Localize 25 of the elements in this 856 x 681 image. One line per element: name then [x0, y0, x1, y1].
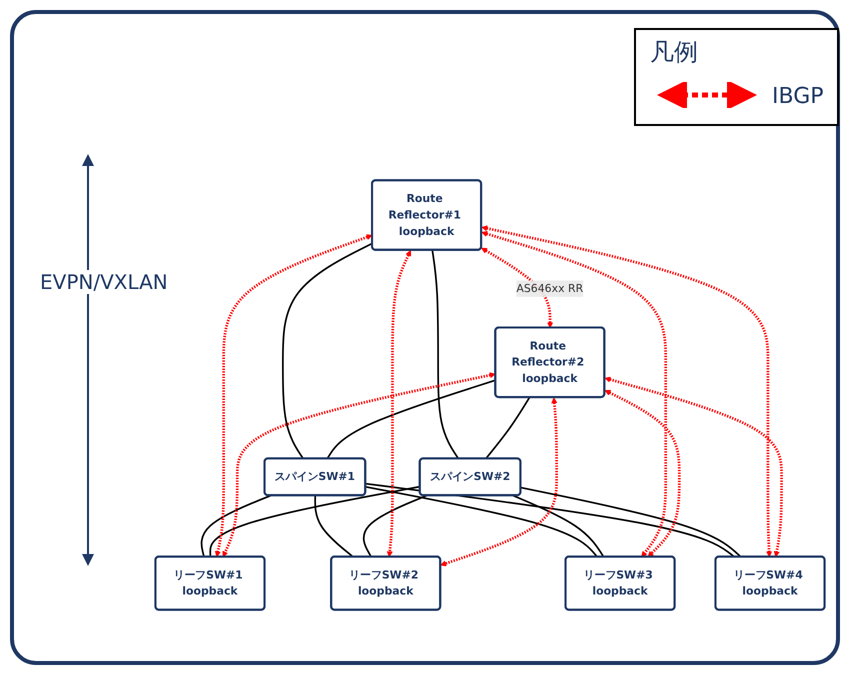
connector	[314, 496, 354, 558]
connector	[200, 494, 272, 558]
legend-label: IBGP	[772, 84, 824, 109]
arrow	[481, 225, 772, 558]
connector	[520, 486, 742, 558]
connector	[362, 494, 428, 558]
connector	[512, 494, 604, 558]
connector	[365, 482, 736, 558]
range-label: EVPN/VXLAN	[40, 270, 168, 294]
arrow	[604, 376, 783, 558]
arrow	[386, 250, 412, 558]
connector	[485, 396, 530, 460]
arrow	[481, 230, 668, 558]
connector	[365, 486, 598, 558]
arrow	[222, 372, 496, 558]
arrow	[214, 234, 372, 558]
edge-label: AS646xx RR	[516, 282, 584, 295]
arrow	[604, 390, 681, 558]
arrow	[481, 248, 554, 328]
connector	[282, 242, 373, 460]
legend-title: 凡例	[650, 37, 698, 68]
connector	[326, 379, 496, 460]
connector	[209, 486, 420, 557]
arrow	[440, 397, 558, 566]
connector	[432, 250, 460, 460]
